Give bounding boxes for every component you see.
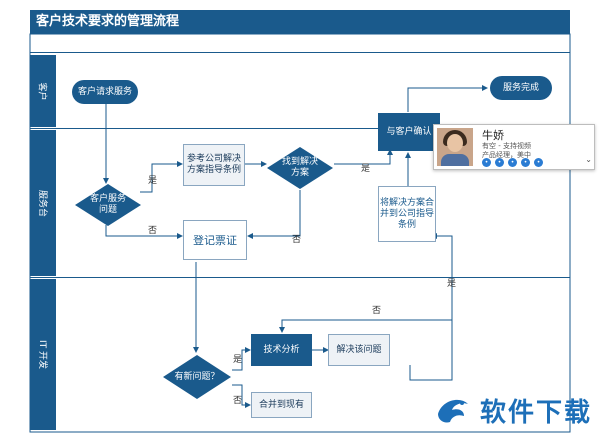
node-new-issue: 有新问题？	[162, 354, 232, 400]
node-reference-solution: 参考公司解决方案指导条例	[183, 144, 245, 186]
lane-divider	[30, 128, 570, 129]
node-customer-request: 客户请求服务	[72, 80, 138, 104]
edge-label-yes: 是	[148, 176, 158, 186]
edge-label-no: 否	[372, 306, 382, 316]
contact-dept: 产品经理，美中	[482, 151, 531, 159]
edge-label-no: 否	[292, 235, 302, 245]
node-merge-solution: 将解决方案合并到公司指导条例	[378, 186, 436, 242]
watermark: 软件下载	[434, 392, 592, 429]
edge-label-yes: 是	[233, 355, 243, 365]
node-register-ticket: 登记票证	[183, 220, 247, 260]
contact-actions: • • • • •	[482, 158, 543, 167]
lane-label-service-desk: 服务台	[30, 130, 56, 276]
dragon-logo-icon	[437, 399, 468, 423]
phone-icon[interactable]: •	[495, 158, 504, 167]
node-resolve-issue: 解决该问题	[328, 334, 390, 366]
lane-label-it: IT 开发	[30, 279, 56, 430]
diagram-title: 客户技术要求的管理流程	[30, 10, 570, 34]
edge-label-yes: 是	[447, 279, 457, 289]
edge-label-no: 否	[148, 226, 158, 236]
more-icon[interactable]: •	[534, 158, 543, 167]
edge-label-yes: 是	[361, 164, 371, 174]
edge-label-no: 否	[233, 396, 243, 406]
contact-card[interactable]: 牛娇 有空 - 支持视频 产品经理，美中 • • • • • ⌄	[433, 124, 595, 170]
lane-divider	[30, 277, 570, 278]
mail-icon[interactable]: •	[521, 158, 530, 167]
video-icon[interactable]: •	[508, 158, 517, 167]
avatar	[437, 128, 473, 166]
contact-name: 牛娇	[482, 129, 504, 142]
contact-status: 有空 - 支持视频	[482, 142, 531, 150]
node-service-issue: 客户服务问题	[74, 183, 142, 227]
node-tech-analysis: 技术分析	[251, 334, 312, 366]
lane-label-customer: 客户	[30, 55, 56, 127]
node-merge-to-existing: 合并到现有	[251, 392, 312, 418]
watermark-text: 软件下载	[479, 398, 592, 428]
lane-divider	[30, 52, 570, 53]
node-confirm-customer: 与客户确认	[378, 113, 440, 151]
node-service-done: 服务完成	[490, 76, 552, 100]
chat-icon[interactable]: •	[482, 158, 491, 167]
chevron-down-icon[interactable]: ⌄	[585, 155, 592, 164]
node-find-solution: 找到解决方案	[266, 146, 334, 190]
